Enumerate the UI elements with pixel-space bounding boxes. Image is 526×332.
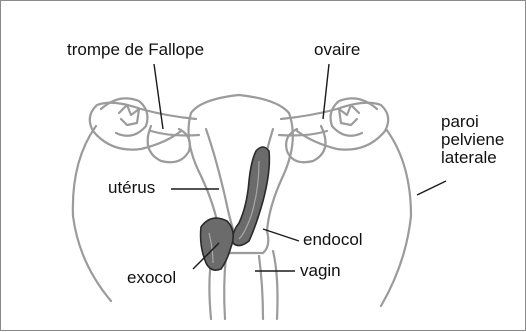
- label-fallopian-tube: trompe de Fallope: [67, 41, 204, 59]
- left-fallopian-tube: [90, 98, 199, 149]
- label-pelvic-wall-line-1: paroi: [441, 113, 504, 131]
- label-pelvic-wall-line-2: pelviene: [441, 131, 504, 149]
- leader-pelvic-wall: [417, 181, 446, 195]
- right-pelvic-wall: [381, 129, 411, 306]
- label-pelvic-wall-line-3: laterale: [441, 149, 504, 167]
- uterus-body: [189, 95, 293, 231]
- leader-fallopian-tube: [154, 64, 163, 129]
- label-exocervix: exocol: [127, 269, 176, 287]
- left-pelvic-wall: [73, 126, 111, 301]
- label-vagina: vagin: [300, 262, 341, 280]
- label-uterus: utérus: [108, 179, 155, 197]
- label-ovary: ovaire: [314, 41, 360, 59]
- label-pelvic-wall: paroi pelviene laterale: [441, 113, 504, 167]
- right-fallopian-tube: [279, 98, 388, 149]
- label-endocervix: endocol: [303, 231, 363, 249]
